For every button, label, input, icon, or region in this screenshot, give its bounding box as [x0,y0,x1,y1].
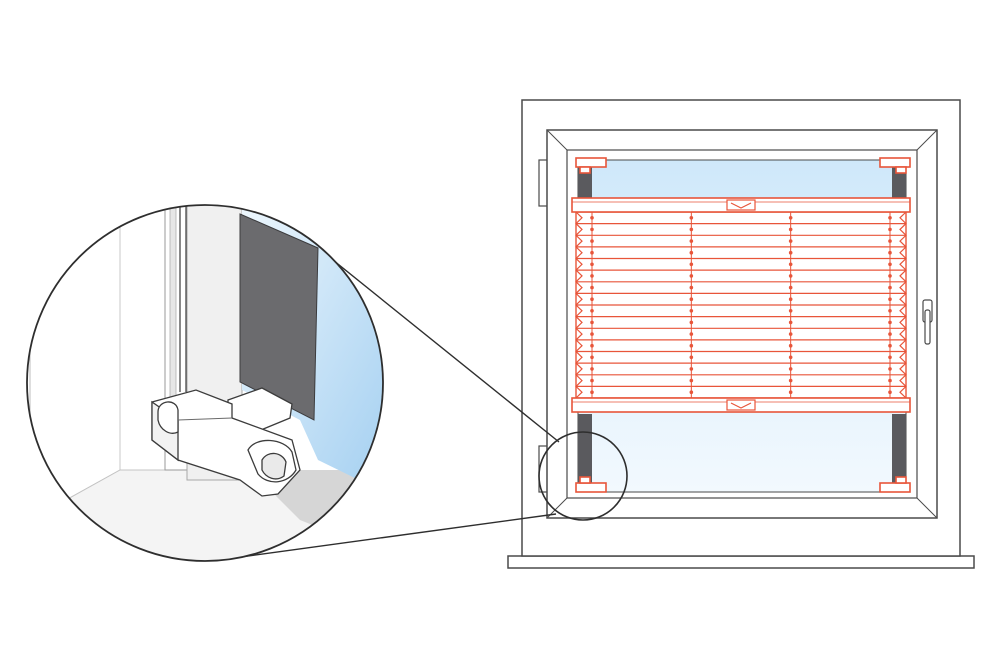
bottom-rail-grip-mark [730,402,752,409]
cord-bead [788,239,793,243]
cord-bead [788,378,793,383]
cord-bead [888,309,892,313]
cord-bead [788,390,793,395]
cord-bead [689,332,694,336]
cord-bead [689,262,694,267]
cord-bead [788,227,793,232]
cord-bead [590,355,594,360]
connector-bottom [225,513,557,560]
pleat-edge-right [899,211,907,399]
cord-bead [689,343,694,348]
cord-bead [590,367,594,371]
detail-fabric [239,213,319,421]
cord-bead [590,285,594,290]
cord-bead [689,227,694,232]
cord-bead [590,216,594,220]
cord-bead [689,239,694,243]
cord-bead [888,227,892,232]
pleated-blind [571,197,911,413]
cord-bead [590,274,594,278]
cord-bead [590,320,594,325]
cord-bead [689,285,694,290]
cord-bead [689,216,694,220]
cord-bead [888,239,892,243]
magnifier-detail [26,204,384,562]
cord-bead [689,250,694,255]
cord-bead [788,274,793,278]
cord-bead [788,297,793,302]
cord-bead [590,343,594,348]
cord-bead [689,355,694,360]
side-guide-right-bottom [892,414,906,492]
cord-bead [788,320,793,325]
magnifier-ring-small [538,431,628,521]
top-rail-grip-mark [730,202,752,209]
cord-bead [788,355,793,360]
top-rail-grip [726,199,756,211]
cord-bead [888,216,892,220]
wall-reveal [29,205,121,521]
cord-bead [590,390,594,395]
cord-bead [888,355,892,360]
cord-bead [590,309,594,313]
cord-bead [788,216,793,220]
cord-bead [689,390,694,395]
connector-top [317,247,560,443]
cord-bead [590,250,594,255]
cord-bead [590,297,594,302]
bottom-rail-grip [726,399,756,411]
cord-bead [888,343,892,348]
side-guide-left-bottom [578,414,592,492]
cord-bead [689,297,694,302]
window-handle [922,299,933,345]
corner-brackets [575,157,911,493]
cord-bead [689,378,694,383]
bracket-bottom-left [575,476,607,493]
cord-bead [689,320,694,325]
cord-bead [788,262,793,267]
cord-bead [689,309,694,313]
cord-bead [888,297,892,302]
cord-bead [888,285,892,290]
magnifier-ring-large [26,204,384,562]
cord-bead [788,309,793,313]
cord-bead [590,239,594,243]
cord-bead [590,378,594,383]
cord-bead [888,367,892,371]
cord-bead [888,378,892,383]
cord-bead [788,332,793,336]
cord-bead [888,262,892,267]
cord-bead [888,250,892,255]
cord-bead [788,367,793,371]
cord-bead [788,285,793,290]
bracket-top-right [879,157,911,174]
cord-bead [788,343,793,348]
cord-bead [590,227,594,232]
cord-bead [689,274,694,278]
bracket-clamp-detail [151,387,301,497]
cord-bead [689,367,694,371]
cord-bead [888,332,892,336]
pleat-edge-left [575,211,583,399]
cord-bead [590,262,594,267]
cord-bead [590,332,594,336]
cord-bead [888,274,892,278]
window-sill [507,555,975,569]
cord-bead [888,320,892,325]
bracket-top-left [575,157,607,174]
bracket-bottom-right [879,476,911,493]
cord-bead [888,390,892,395]
cord-bead [788,250,793,255]
